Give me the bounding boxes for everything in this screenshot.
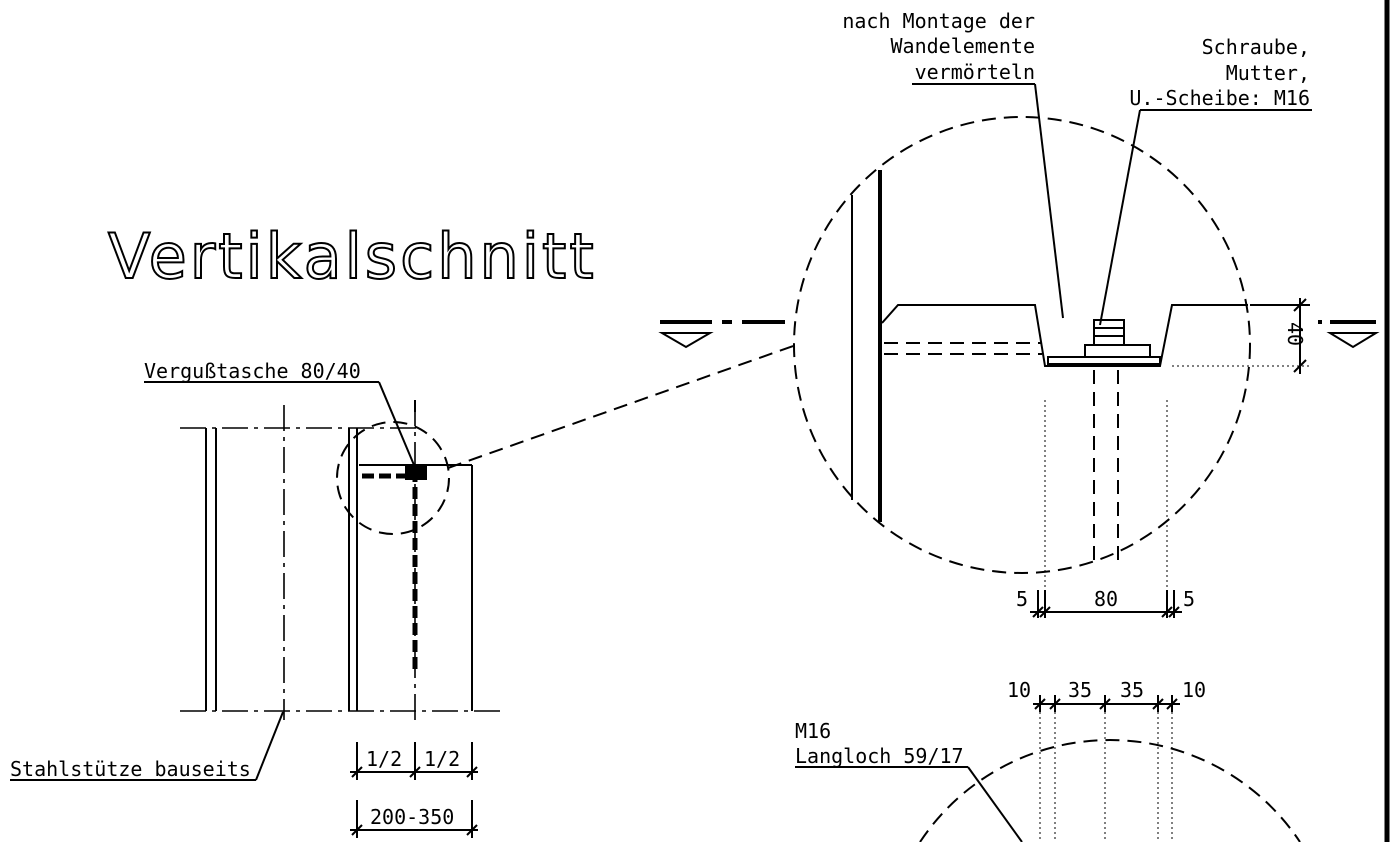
label-nach-montage-3: vermörteln bbox=[915, 60, 1035, 84]
dimension-width-80 bbox=[1030, 590, 1182, 618]
dim-range: 200-350 bbox=[370, 805, 454, 829]
dim-gap-left: 5 bbox=[1016, 587, 1028, 611]
dimension-halves bbox=[350, 742, 478, 838]
left-section bbox=[10, 344, 797, 781]
label-stahlstuetze: Stahlstütze bauseits bbox=[10, 757, 251, 781]
dim-gap-right: 5 bbox=[1183, 587, 1195, 611]
label-langloch: Langloch 59/17 bbox=[795, 744, 964, 768]
dim-width-80: 80 bbox=[1094, 587, 1118, 611]
dimension-height-40 bbox=[1250, 298, 1310, 374]
label-schraube-1: Schraube, bbox=[1202, 35, 1310, 59]
level-marker-left bbox=[658, 320, 785, 349]
bottom-detail bbox=[795, 695, 1301, 842]
drawing-title: Vertikalschnitt bbox=[108, 220, 597, 293]
dim-half-right: 1/2 bbox=[424, 747, 460, 771]
dim-height-40: 40 bbox=[1283, 322, 1307, 346]
dim-half-left: 1/2 bbox=[366, 747, 402, 771]
level-marker-right bbox=[1318, 320, 1380, 349]
label-nach-montage-1: nach Montage der bbox=[842, 9, 1035, 33]
label-m16: M16 bbox=[795, 719, 831, 743]
dim-35-b: 35 bbox=[1120, 678, 1144, 702]
label-nach-montage-2: Wandelemente bbox=[891, 34, 1036, 58]
dim-35-a: 35 bbox=[1068, 678, 1092, 702]
label-schraube-3: U.-Scheibe: M16 bbox=[1129, 86, 1310, 110]
dim-10-right: 10 bbox=[1182, 678, 1206, 702]
detail-leaders bbox=[912, 83, 1312, 326]
dim-10-left: 10 bbox=[1007, 678, 1031, 702]
label-schraube-2: Mutter, bbox=[1226, 61, 1310, 85]
label-vergusstasche: Vergußtasche 80/40 bbox=[144, 359, 361, 383]
detail-view bbox=[793, 116, 1310, 616]
